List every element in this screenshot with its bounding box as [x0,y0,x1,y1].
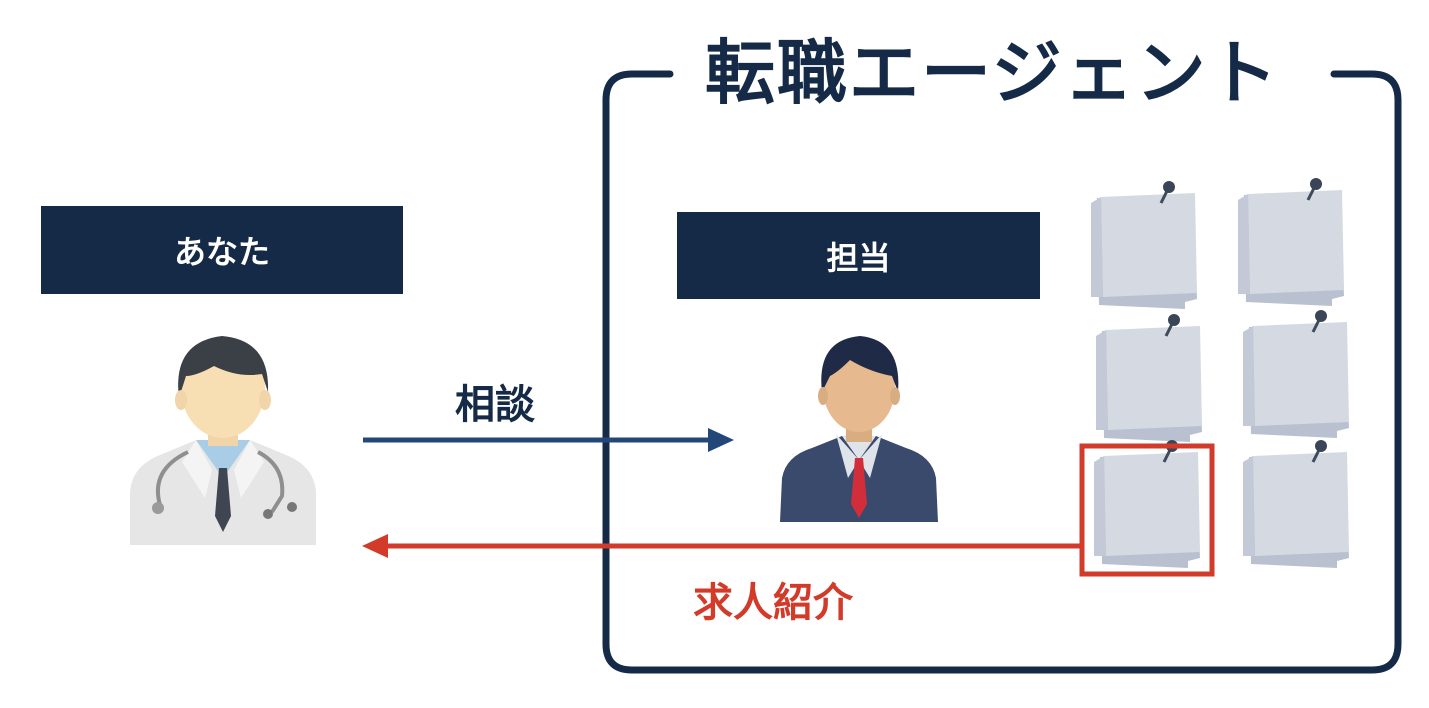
pinned-note-icon [1094,312,1204,444]
consult-arrow [363,428,734,452]
pinned-note-icon [1236,176,1346,308]
agent-label: 担当 [677,212,1040,299]
pinned-note-icon [1241,308,1351,440]
job-introduction-label: 求人紹介 [693,580,853,626]
consult-label: 相談 [455,382,535,428]
pinned-note-icon [1241,438,1351,570]
agency-title: 転職エージェント [705,32,1280,114]
doctor-icon [130,336,316,545]
pinned-note-icon [1092,438,1202,570]
agency-frame [602,70,1402,674]
businessman-icon [780,336,938,522]
job-notes-grid [1089,176,1351,570]
you-label: あなた [41,206,403,294]
introduction-arrow [362,534,1082,558]
selected-job-highlight [1079,443,1215,577]
pinned-note-icon [1089,179,1199,311]
